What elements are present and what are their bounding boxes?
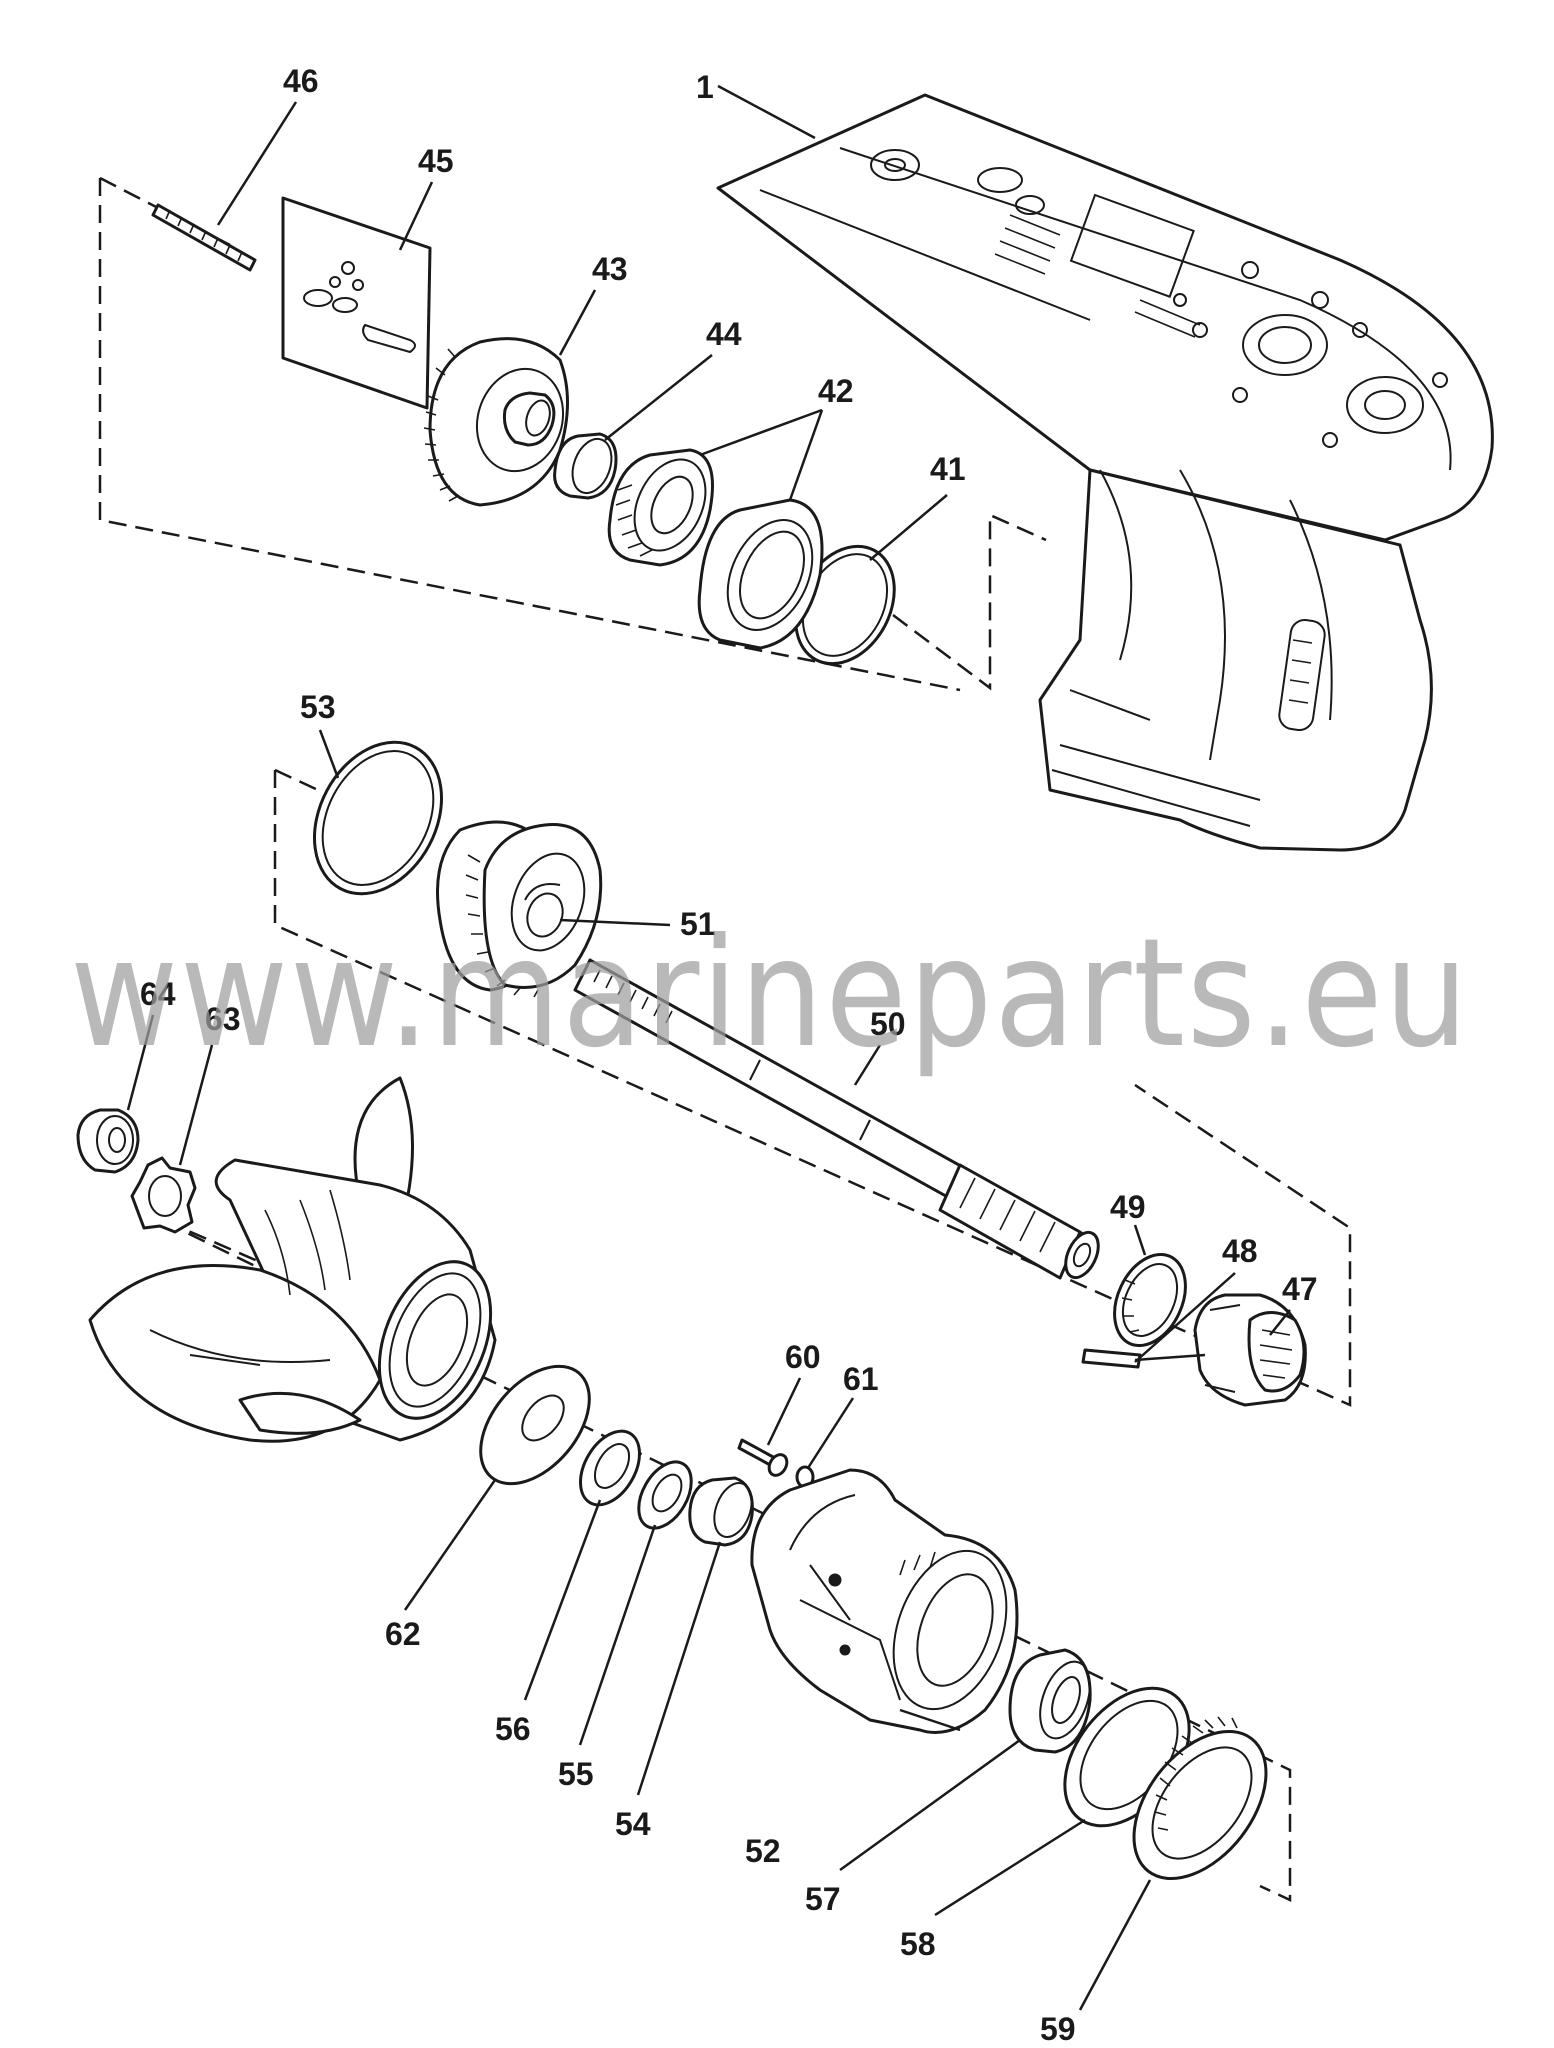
callout-41: 41 — [930, 451, 966, 487]
clutch-47 — [1193, 1293, 1307, 1407]
callout-64: 64 — [140, 976, 176, 1012]
callout-56: 56 — [495, 1711, 531, 1747]
callout-46: 46 — [283, 63, 319, 99]
callout-55: 55 — [558, 1756, 594, 1792]
callout-54: 54 — [615, 1806, 651, 1842]
callout-58: 58 — [900, 1926, 936, 1962]
callout-49: 49 — [1110, 1189, 1146, 1225]
roll-pin-46 — [151, 203, 257, 272]
retainer-ring-49 — [1113, 1252, 1187, 1348]
callout-48: 48 — [1222, 1233, 1258, 1269]
callout-63: 63 — [205, 1001, 241, 1037]
callout-43: 43 — [592, 251, 628, 287]
forward-gear-51 — [436, 820, 603, 998]
screw-60 — [737, 1438, 789, 1477]
thrust-washer-62 — [479, 1364, 591, 1486]
seal-55 — [637, 1460, 693, 1530]
callout-numbers: 1 41 42 43 44 45 46 47 48 49 50 51 52 53… — [140, 63, 1318, 2047]
bearing-57 — [1008, 1648, 1092, 1754]
callout-53: 53 — [300, 689, 336, 725]
callout-60: 60 — [785, 1339, 821, 1375]
prop-nut-64 — [76, 1108, 140, 1174]
callout-59: 59 — [1040, 2011, 1076, 2047]
bearing-cup-42 — [697, 498, 824, 650]
watermark: www.marineparts.eu — [70, 907, 1470, 1081]
needle-bearing-54 — [688, 1476, 754, 1547]
callout-52: 52 — [745, 1833, 781, 1869]
o-ring-53 — [312, 740, 444, 896]
bearing-carrier-52 — [750, 1468, 1019, 1734]
callout-50: 50 — [870, 1006, 906, 1042]
cross-pin-48 — [1081, 1348, 1142, 1369]
gear-housing — [716, 93, 1494, 852]
callout-62: 62 — [385, 1616, 421, 1652]
tab-washer-63 — [130, 1156, 197, 1234]
propeller — [88, 1076, 497, 1443]
propeller-shaft-50 — [573, 958, 1100, 1280]
seal-56 — [579, 1429, 641, 1507]
callout-61: 61 — [843, 1361, 879, 1397]
callout-leaders — [126, 84, 1291, 2011]
callout-57: 57 — [805, 1881, 841, 1917]
thrust-bearing-59 — [1132, 1716, 1268, 1881]
callout-51: 51 — [680, 906, 716, 942]
pinion-gear-43 — [423, 337, 569, 507]
callout-1: 1 — [696, 69, 714, 105]
callout-45: 45 — [418, 143, 454, 179]
callout-42: 42 — [818, 373, 854, 409]
shim-packet-45 — [281, 196, 432, 410]
needle-bearing-44 — [553, 432, 618, 500]
callout-47: 47 — [1282, 1271, 1318, 1307]
tapered-bearing-42 — [607, 448, 714, 567]
callout-44: 44 — [706, 316, 742, 352]
